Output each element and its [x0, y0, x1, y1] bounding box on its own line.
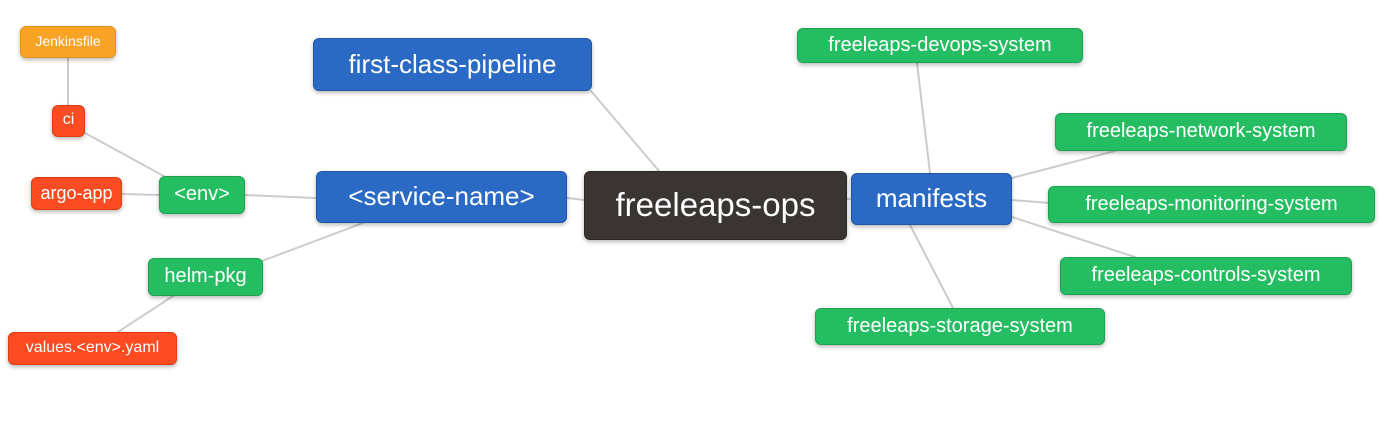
node-first-class-pipeline[interactable]: first-class-pipeline [313, 38, 592, 91]
edge-ci-to-env [84, 132, 172, 181]
node-monitoring-system[interactable]: freeleaps-monitoring-system [1048, 186, 1375, 223]
node-argo-app[interactable]: argo-app [31, 177, 122, 210]
edge-manifests-to-storage-system [909, 224, 954, 309]
edge-helm-pkg-to-service-name [261, 222, 364, 262]
edge-manifests-to-monitoring-system [1011, 199, 1051, 204]
edge-argo-app-to-env [121, 193, 160, 196]
edge-values-env-yaml-to-helm-pkg [117, 295, 174, 333]
node-freeleaps-ops[interactable]: freeleaps-ops [584, 171, 847, 240]
node-service-name[interactable]: <service-name> [316, 171, 567, 223]
edge-first-class-pipeline-to-freeleaps-ops [590, 90, 660, 172]
edge-manifests-to-network-system [1011, 150, 1116, 179]
node-manifests[interactable]: manifests [851, 173, 1012, 225]
node-jenkinsfile[interactable]: Jenkinsfile [20, 26, 116, 58]
node-values-env-yaml[interactable]: values.<env>.yaml [8, 332, 177, 365]
node-controls-system[interactable]: freeleaps-controls-system [1060, 257, 1352, 295]
edge-env-to-service-name [244, 194, 317, 199]
edge-service-name-to-freeleaps-ops [566, 197, 585, 201]
node-network-system[interactable]: freeleaps-network-system [1055, 113, 1347, 151]
node-devops-system[interactable]: freeleaps-devops-system [797, 28, 1083, 63]
node-ci[interactable]: ci [52, 105, 85, 137]
edge-manifests-to-devops-system [916, 62, 931, 174]
node-helm-pkg[interactable]: helm-pkg [148, 258, 263, 296]
edge-manifests-to-controls-system [1011, 216, 1136, 258]
node-storage-system[interactable]: freeleaps-storage-system [815, 308, 1105, 345]
node-env[interactable]: <env> [159, 176, 245, 214]
